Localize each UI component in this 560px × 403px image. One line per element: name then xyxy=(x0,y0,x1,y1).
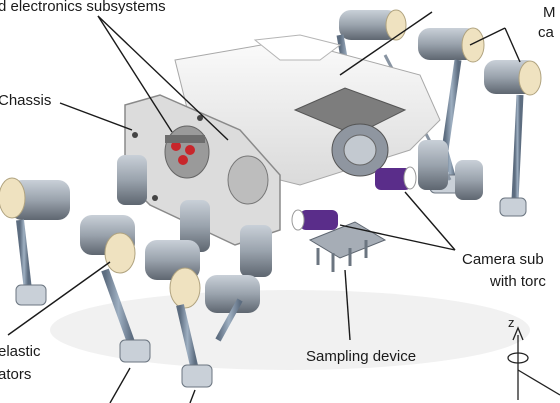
label-camera-top-2: ca xyxy=(538,24,554,41)
label-sampling-device: Sampling device xyxy=(306,348,417,365)
label-actuators: ators xyxy=(0,366,32,383)
label-electronics: d electronics subsystems xyxy=(0,0,166,15)
label-chassis: Chassis xyxy=(0,92,52,109)
front-left-legs xyxy=(0,177,260,388)
annotation-lines xyxy=(7,11,521,403)
chassis-body xyxy=(124,34,441,246)
camera-subsystem xyxy=(291,166,417,231)
label-elastic: elastic xyxy=(0,343,41,360)
hip-motors xyxy=(117,140,483,277)
axis-symbol xyxy=(507,326,560,400)
label-camera-subsystem: Camera sub xyxy=(462,251,544,268)
label-camera-top: M xyxy=(543,4,556,21)
label-camera-subsystem-2: with torc xyxy=(490,273,546,290)
axis-z-label: z xyxy=(508,315,515,330)
ground-shadow xyxy=(50,290,530,370)
